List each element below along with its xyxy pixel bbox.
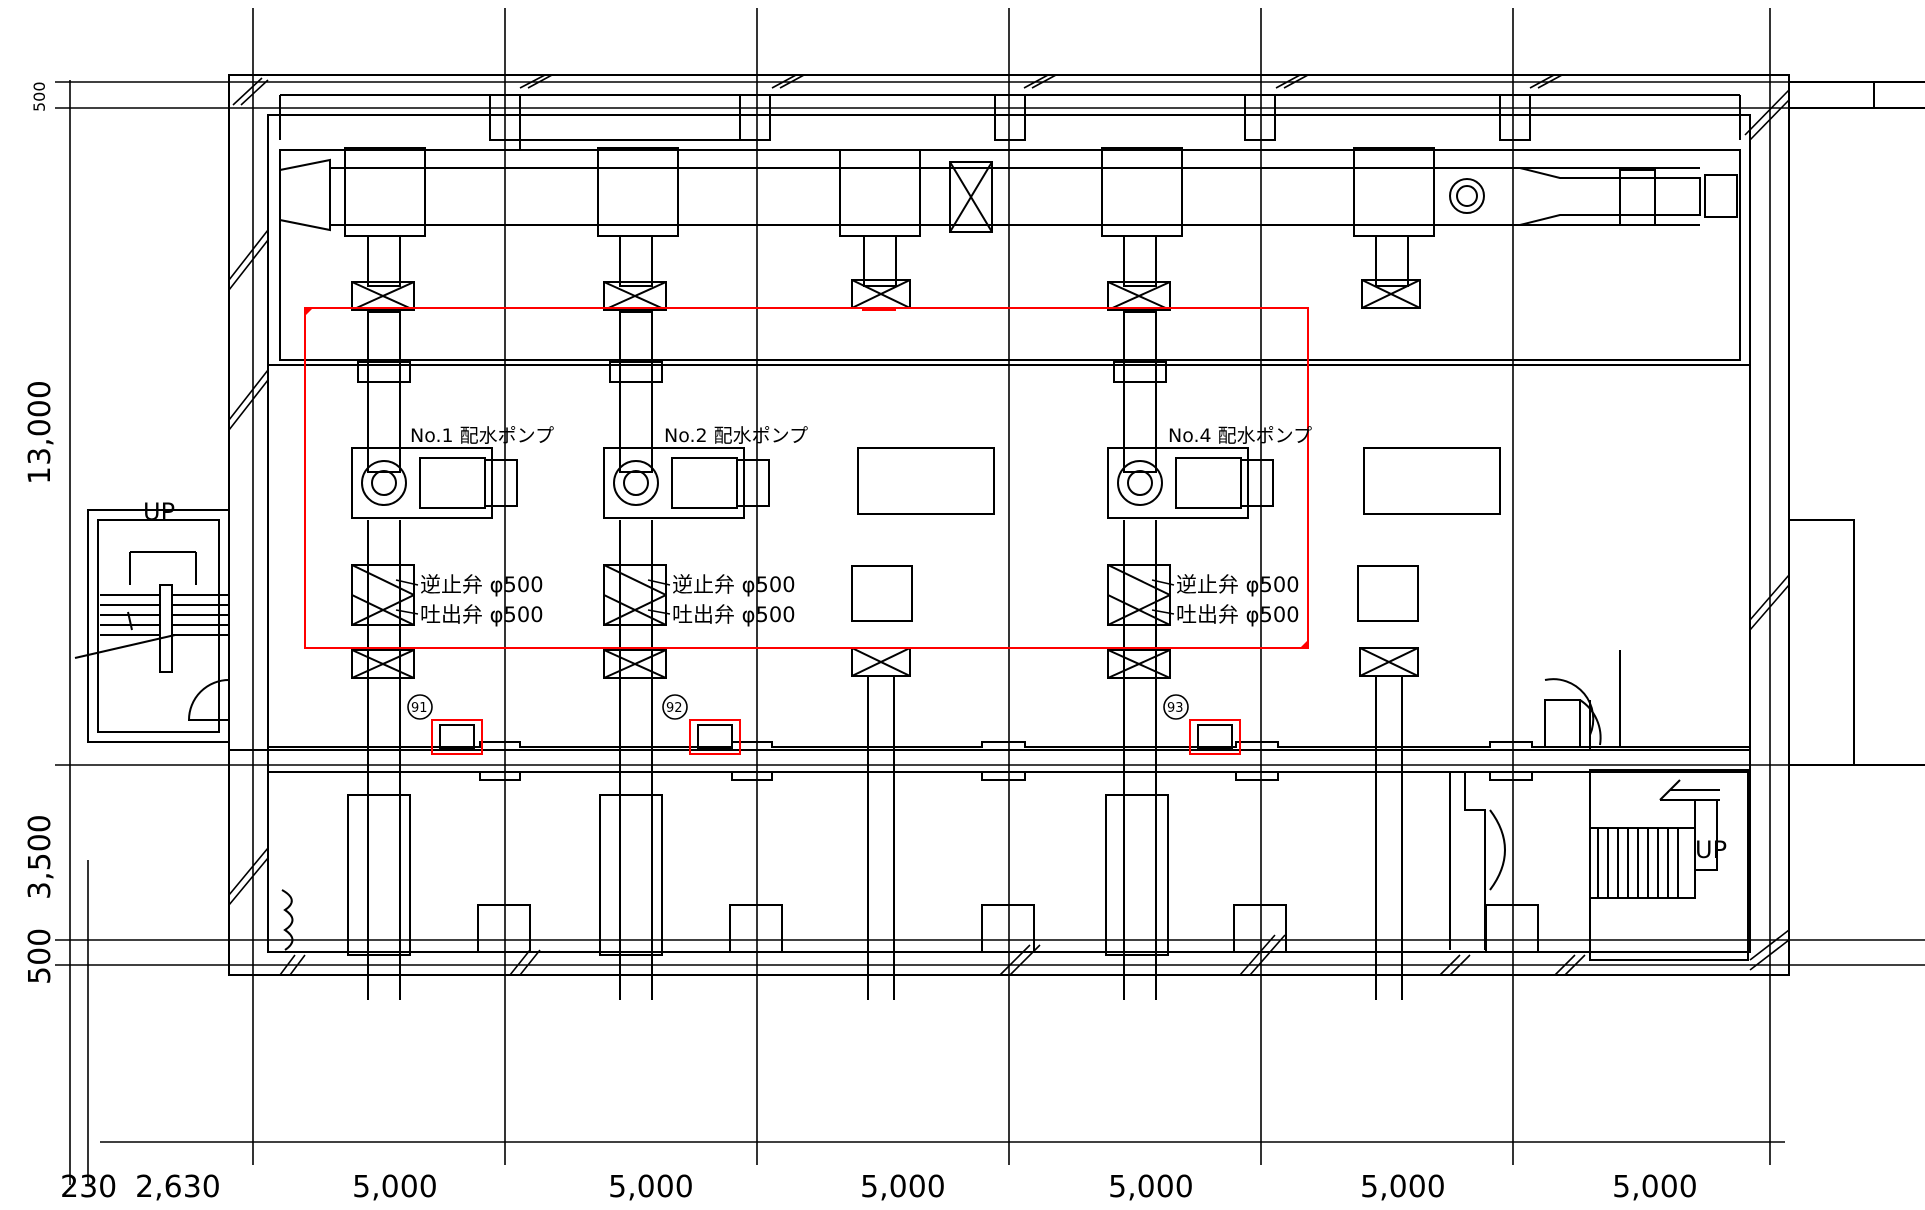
dim-left-500-top: 500 <box>30 81 49 112</box>
header-pipe <box>279 147 1741 361</box>
dim-5000-a: 5,000 <box>352 1170 438 1205</box>
stair-up-left: UP <box>143 498 175 526</box>
top-pilasters <box>279 94 1741 150</box>
check-valve-label-2: 逆止弁 φ500 <box>672 573 796 597</box>
marker-92: 92 <box>666 701 683 716</box>
dim-2630: 2,630 <box>135 1170 221 1205</box>
valve-leaders <box>395 579 1175 615</box>
marker-93: 93 <box>1167 701 1184 716</box>
marker-circles <box>407 694 1189 720</box>
dim-left-500-bottom: 500 <box>23 928 58 985</box>
discharge-valve-label-1: 吐出弁 φ500 <box>420 603 544 627</box>
dim-left-3500: 3,500 <box>23 814 58 900</box>
pump-labels: No.1 配水ポンプ No.2 配水ポンプ No.4 配水ポンプ <box>410 425 1312 447</box>
pump-units <box>351 447 1501 622</box>
right-stair <box>1544 678 1749 961</box>
wall-hatching <box>228 74 1790 976</box>
pump-label-4: No.4 配水ポンプ <box>1168 425 1312 447</box>
dim-left-13000: 13,000 <box>23 380 58 485</box>
dim-5000-c: 5,000 <box>860 1170 946 1205</box>
valve-labels: 逆止弁 φ500 吐出弁 φ500 逆止弁 φ500 吐出弁 φ500 逆止弁 … <box>420 573 1300 627</box>
dim-5000-b: 5,000 <box>608 1170 694 1205</box>
highlight-frame <box>304 307 1309 755</box>
check-valve-label-4: 逆止弁 φ500 <box>1176 573 1300 597</box>
dimensions-left: 500 13,000 3,500 500 <box>23 81 58 985</box>
branch-pipes <box>351 235 1421 1000</box>
discharge-valve-label-2: 吐出弁 φ500 <box>672 603 796 627</box>
lower-room <box>268 650 1750 956</box>
dimensions-bottom: 230 2,630 5,000 5,000 5,000 5,000 5,000 … <box>60 1170 1698 1205</box>
left-stair <box>74 509 230 743</box>
discharge-valve-label-4: 吐出弁 φ500 <box>1176 603 1300 627</box>
marker-91: 91 <box>411 701 428 716</box>
pump-label-1: No.1 配水ポンプ <box>410 425 554 447</box>
stair-labels: UP UP <box>143 498 1727 864</box>
pump-label-2: No.2 配水ポンプ <box>664 425 808 447</box>
check-valve-label-1: 逆止弁 φ500 <box>420 573 544 597</box>
dim-5000-f: 5,000 <box>1612 1170 1698 1205</box>
grid-lines <box>55 8 1925 1185</box>
stair-up-right: UP <box>1695 836 1727 864</box>
dim-230: 230 <box>60 1170 117 1205</box>
marker-labels: 91 92 93 <box>411 701 1184 716</box>
outer-walls <box>228 74 1925 976</box>
dim-5000-e: 5,000 <box>1360 1170 1446 1205</box>
dim-5000-d: 5,000 <box>1108 1170 1194 1205</box>
